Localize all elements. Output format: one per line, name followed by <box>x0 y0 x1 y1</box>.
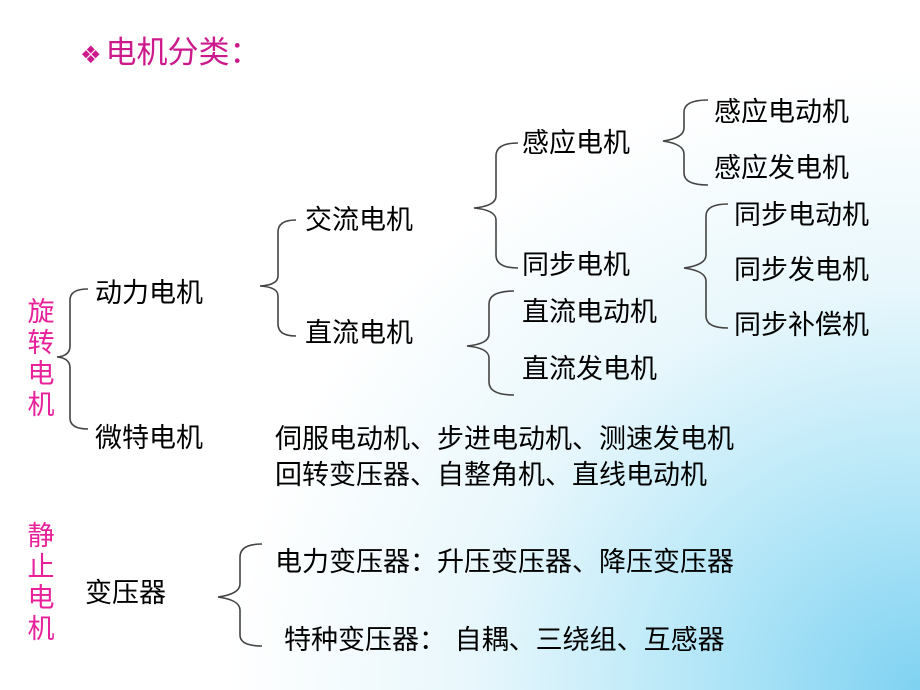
node-sync-compensator: 同步补偿机 <box>734 310 869 341</box>
bracket-sync <box>683 203 729 329</box>
node-micro-list-1: 伺服电动机、步进电动机、测速发电机 <box>275 424 734 455</box>
side-label-rotating: 旋 转 电 机 <box>27 297 55 421</box>
diamond-bullet-icon: ❖ <box>80 41 102 69</box>
node-micro-list-2: 回转变压器、自整角机、直线电动机 <box>275 460 707 491</box>
bracket-transformer <box>217 543 263 647</box>
node-sync-generator: 同步发电机 <box>734 255 869 286</box>
node-dc-motor-motor: 直流电动机 <box>522 297 657 328</box>
node-micro-motor: 微特电机 <box>95 423 203 454</box>
node-ac-motor: 交流电机 <box>305 205 413 236</box>
node-dc-motor: 直流电机 <box>305 318 413 349</box>
title-text: 电机分类： <box>105 35 261 71</box>
bracket-dc <box>466 290 515 396</box>
node-power-motor: 动力电机 <box>95 278 203 309</box>
node-sync-motor-motor: 同步电动机 <box>734 200 869 231</box>
bracket-power <box>259 219 297 337</box>
node-power-transformer: 电力变压器：升压变压器、降压变压器 <box>275 547 734 578</box>
bracket-induction <box>662 99 709 186</box>
node-induction-generator: 感应发电机 <box>714 153 849 184</box>
side-label-static: 静 止 电 机 <box>27 521 55 645</box>
node-dc-generator: 直流发电机 <box>522 354 657 385</box>
bracket-ac <box>473 142 519 269</box>
node-induction-motor: 感应电机 <box>522 128 630 159</box>
page-title: ❖电机分类： <box>80 38 261 69</box>
bracket-rotating <box>56 288 89 430</box>
node-special-transformer: 特种变压器： 自耦、三绕组、互感器 <box>284 625 725 656</box>
node-induction-motor-motor: 感应电动机 <box>714 97 849 128</box>
node-sync-motor: 同步电机 <box>522 250 630 281</box>
node-transformer: 变压器 <box>85 578 166 609</box>
